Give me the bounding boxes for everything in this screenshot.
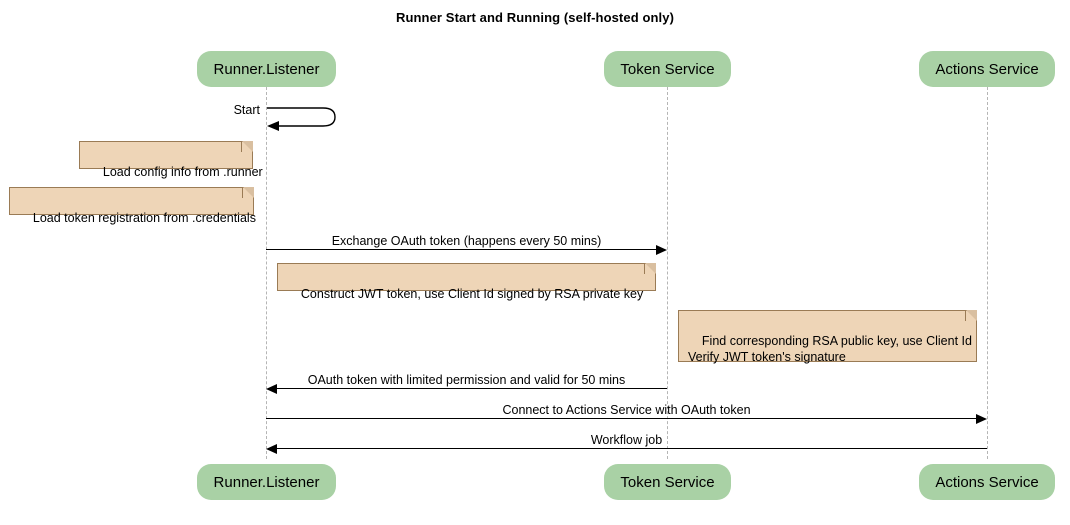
participant-label: Token Service — [620, 473, 715, 491]
message-label-workflow-job: Workflow job — [590, 433, 663, 447]
participant-runner-top[interactable]: Runner.Listener — [197, 51, 336, 87]
note-fold-edge — [644, 263, 656, 274]
message-label-start: Start — [233, 103, 260, 117]
note-load-token-registration: Load token registration from .credential… — [9, 187, 256, 225]
note-text: Find corresponding RSA public key, use C… — [688, 334, 972, 364]
participant-actions-top[interactable]: Actions Service — [919, 51, 1055, 87]
arrow-head-left-oauth-reply — [266, 383, 277, 394]
participant-token-top[interactable]: Token Service — [604, 51, 731, 87]
note-fold-icon — [243, 187, 254, 198]
arrow-head-left-workflow-job — [266, 443, 277, 454]
message-label-exchange-oauth: Exchange OAuth token (happens every 50 m… — [331, 234, 602, 248]
note-construct-jwt: Construct JWT token, use Client Id signe… — [277, 263, 656, 301]
note-text: Construct JWT token, use Client Id signe… — [300, 287, 644, 301]
note-fold-edge — [965, 310, 977, 321]
participant-label: Actions Service — [935, 60, 1039, 78]
arrow-head-right-exchange-oauth — [656, 244, 667, 255]
participant-actions-bottom[interactable]: Actions Service — [919, 464, 1055, 500]
participant-label: Runner.Listener — [213, 60, 320, 78]
lifeline-runner — [266, 87, 267, 459]
note-text: Load token registration from .credential… — [32, 211, 256, 225]
message-line-oauth-reply[interactable] — [277, 388, 667, 389]
note-verify-signature: Find corresponding RSA public key, use C… — [678, 310, 977, 364]
message-line-exchange-oauth[interactable] — [266, 249, 656, 250]
message-label-connect-actions: Connect to Actions Service with OAuth to… — [502, 403, 751, 417]
participant-label: Token Service — [620, 60, 715, 78]
lifeline-actions — [987, 87, 988, 459]
note-text: Load config info from .runner — [102, 165, 263, 179]
page-title: Runner Start and Running (self-hosted on… — [395, 10, 675, 25]
note-fold-icon — [242, 141, 253, 152]
message-label-oauth-reply: OAuth token with limited permission and … — [307, 373, 626, 387]
participant-token-bottom[interactable]: Token Service — [604, 464, 731, 500]
note-fold-edge — [242, 187, 254, 198]
arrow-head-right-connect-actions — [976, 413, 987, 424]
note-fold-edge — [241, 141, 253, 152]
note-load-config: Load config info from .runner — [79, 141, 263, 179]
message-self-start[interactable] — [265, 104, 345, 132]
lifeline-token — [667, 87, 668, 459]
note-fold-icon — [966, 310, 977, 321]
message-line-workflow-job[interactable] — [277, 448, 987, 449]
note-fold-icon — [645, 263, 656, 274]
message-line-connect-actions[interactable] — [266, 418, 976, 419]
participant-label: Actions Service — [935, 473, 1039, 491]
participant-runner-bottom[interactable]: Runner.Listener — [197, 464, 336, 500]
participant-label: Runner.Listener — [213, 473, 320, 491]
